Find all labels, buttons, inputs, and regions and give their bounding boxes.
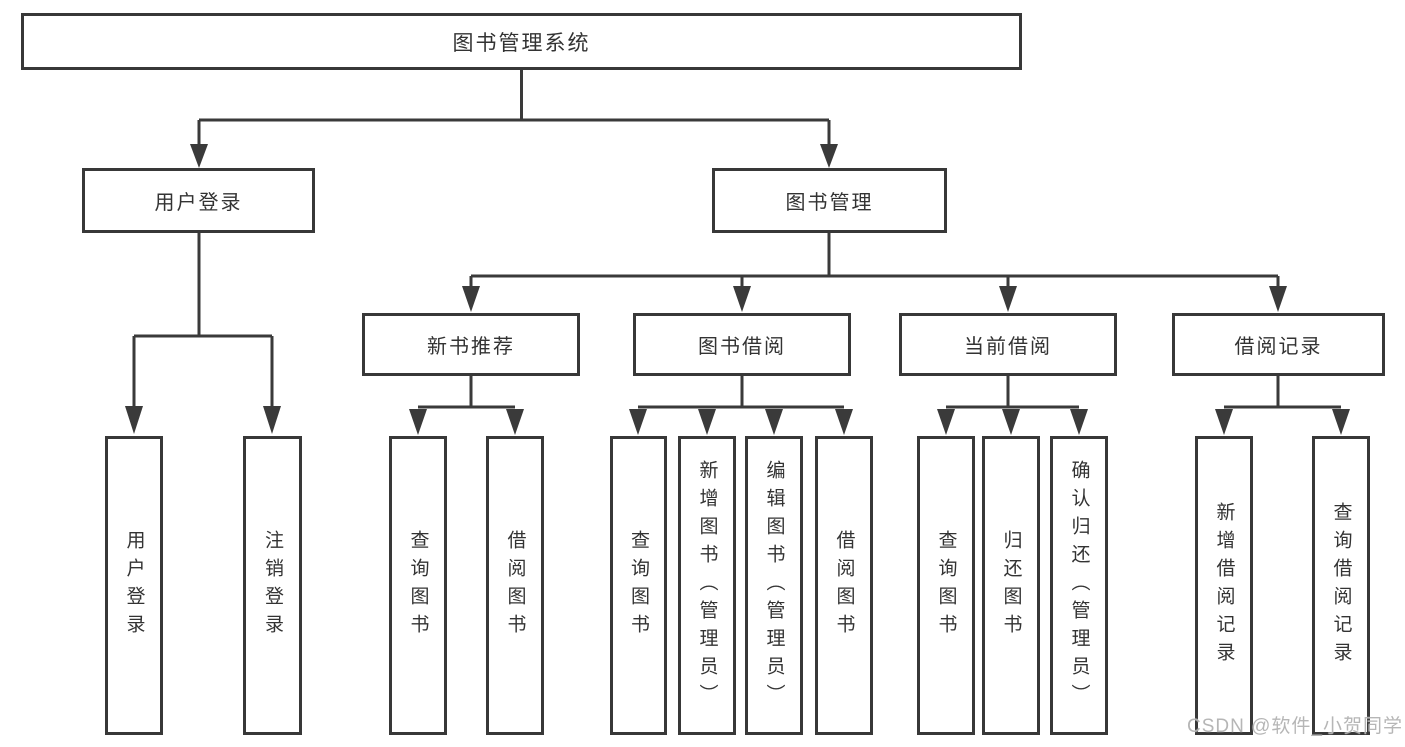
node-label: 新增图书（管理员） (696, 459, 718, 712)
node-label: 当前借阅 (964, 336, 1052, 358)
node-user-login: 用户登录 (82, 168, 315, 233)
node-label: 借阅图书 (504, 529, 526, 642)
leaf-borrow-add-books-admin: 新增图书（管理员） (678, 436, 736, 735)
node-label: 编辑图书（管理员） (763, 459, 785, 712)
node-current-borrowing: 当前借阅 (899, 313, 1117, 376)
leaf-logout: 注销登录 (243, 436, 302, 735)
connector-lines (132, 70, 1341, 409)
node-label: 注销登录 (262, 529, 283, 642)
leaf-current-confirm-return-admin: 确认归还（管理员） (1050, 436, 1108, 735)
node-label: 用户登录 (154, 192, 243, 214)
leaf-user-login: 用户登录 (105, 436, 163, 735)
leaf-borrow-query-books: 查询图书 (610, 436, 667, 735)
node-label: 新书推荐 (427, 336, 515, 358)
leaf-current-query-books: 查询图书 (917, 436, 975, 735)
node-label: 新增借阅记录 (1213, 501, 1235, 670)
node-label: 归还图书 (1000, 529, 1022, 642)
leaf-records-add-record: 新增借阅记录 (1195, 436, 1253, 735)
leaf-recommend-borrow-books: 借阅图书 (486, 436, 544, 735)
node-borrowing-records: 借阅记录 (1172, 313, 1385, 376)
leaf-current-return-books: 归还图书 (982, 436, 1040, 735)
node-label: 查询图书 (935, 529, 957, 642)
node-label: 确认归还（管理员） (1068, 459, 1090, 712)
node-label: 借阅记录 (1234, 336, 1323, 358)
node-label: 图书管理系统 (452, 31, 591, 55)
node-book-borrowing: 图书借阅 (633, 313, 851, 376)
node-label: 图书借阅 (698, 336, 786, 358)
connector-arrowheads (125, 144, 1350, 435)
node-label: 用户登录 (123, 529, 145, 642)
node-library-management-system: 图书管理系统 (21, 13, 1022, 70)
node-label: 查询借阅记录 (1330, 501, 1352, 670)
node-book-management: 图书管理 (712, 168, 947, 233)
node-label: 借阅图书 (833, 529, 855, 642)
node-label: 查询图书 (407, 529, 429, 642)
node-label: 查询图书 (628, 529, 649, 642)
leaf-recommend-query-books: 查询图书 (389, 436, 447, 735)
leaf-borrow-borrow-books: 借阅图书 (815, 436, 873, 735)
leaf-records-query-record: 查询借阅记录 (1312, 436, 1370, 735)
node-new-book-recommendation: 新书推荐 (362, 313, 580, 376)
leaf-borrow-edit-books-admin: 编辑图书（管理员） (745, 436, 803, 735)
node-label: 图书管理 (785, 192, 874, 214)
